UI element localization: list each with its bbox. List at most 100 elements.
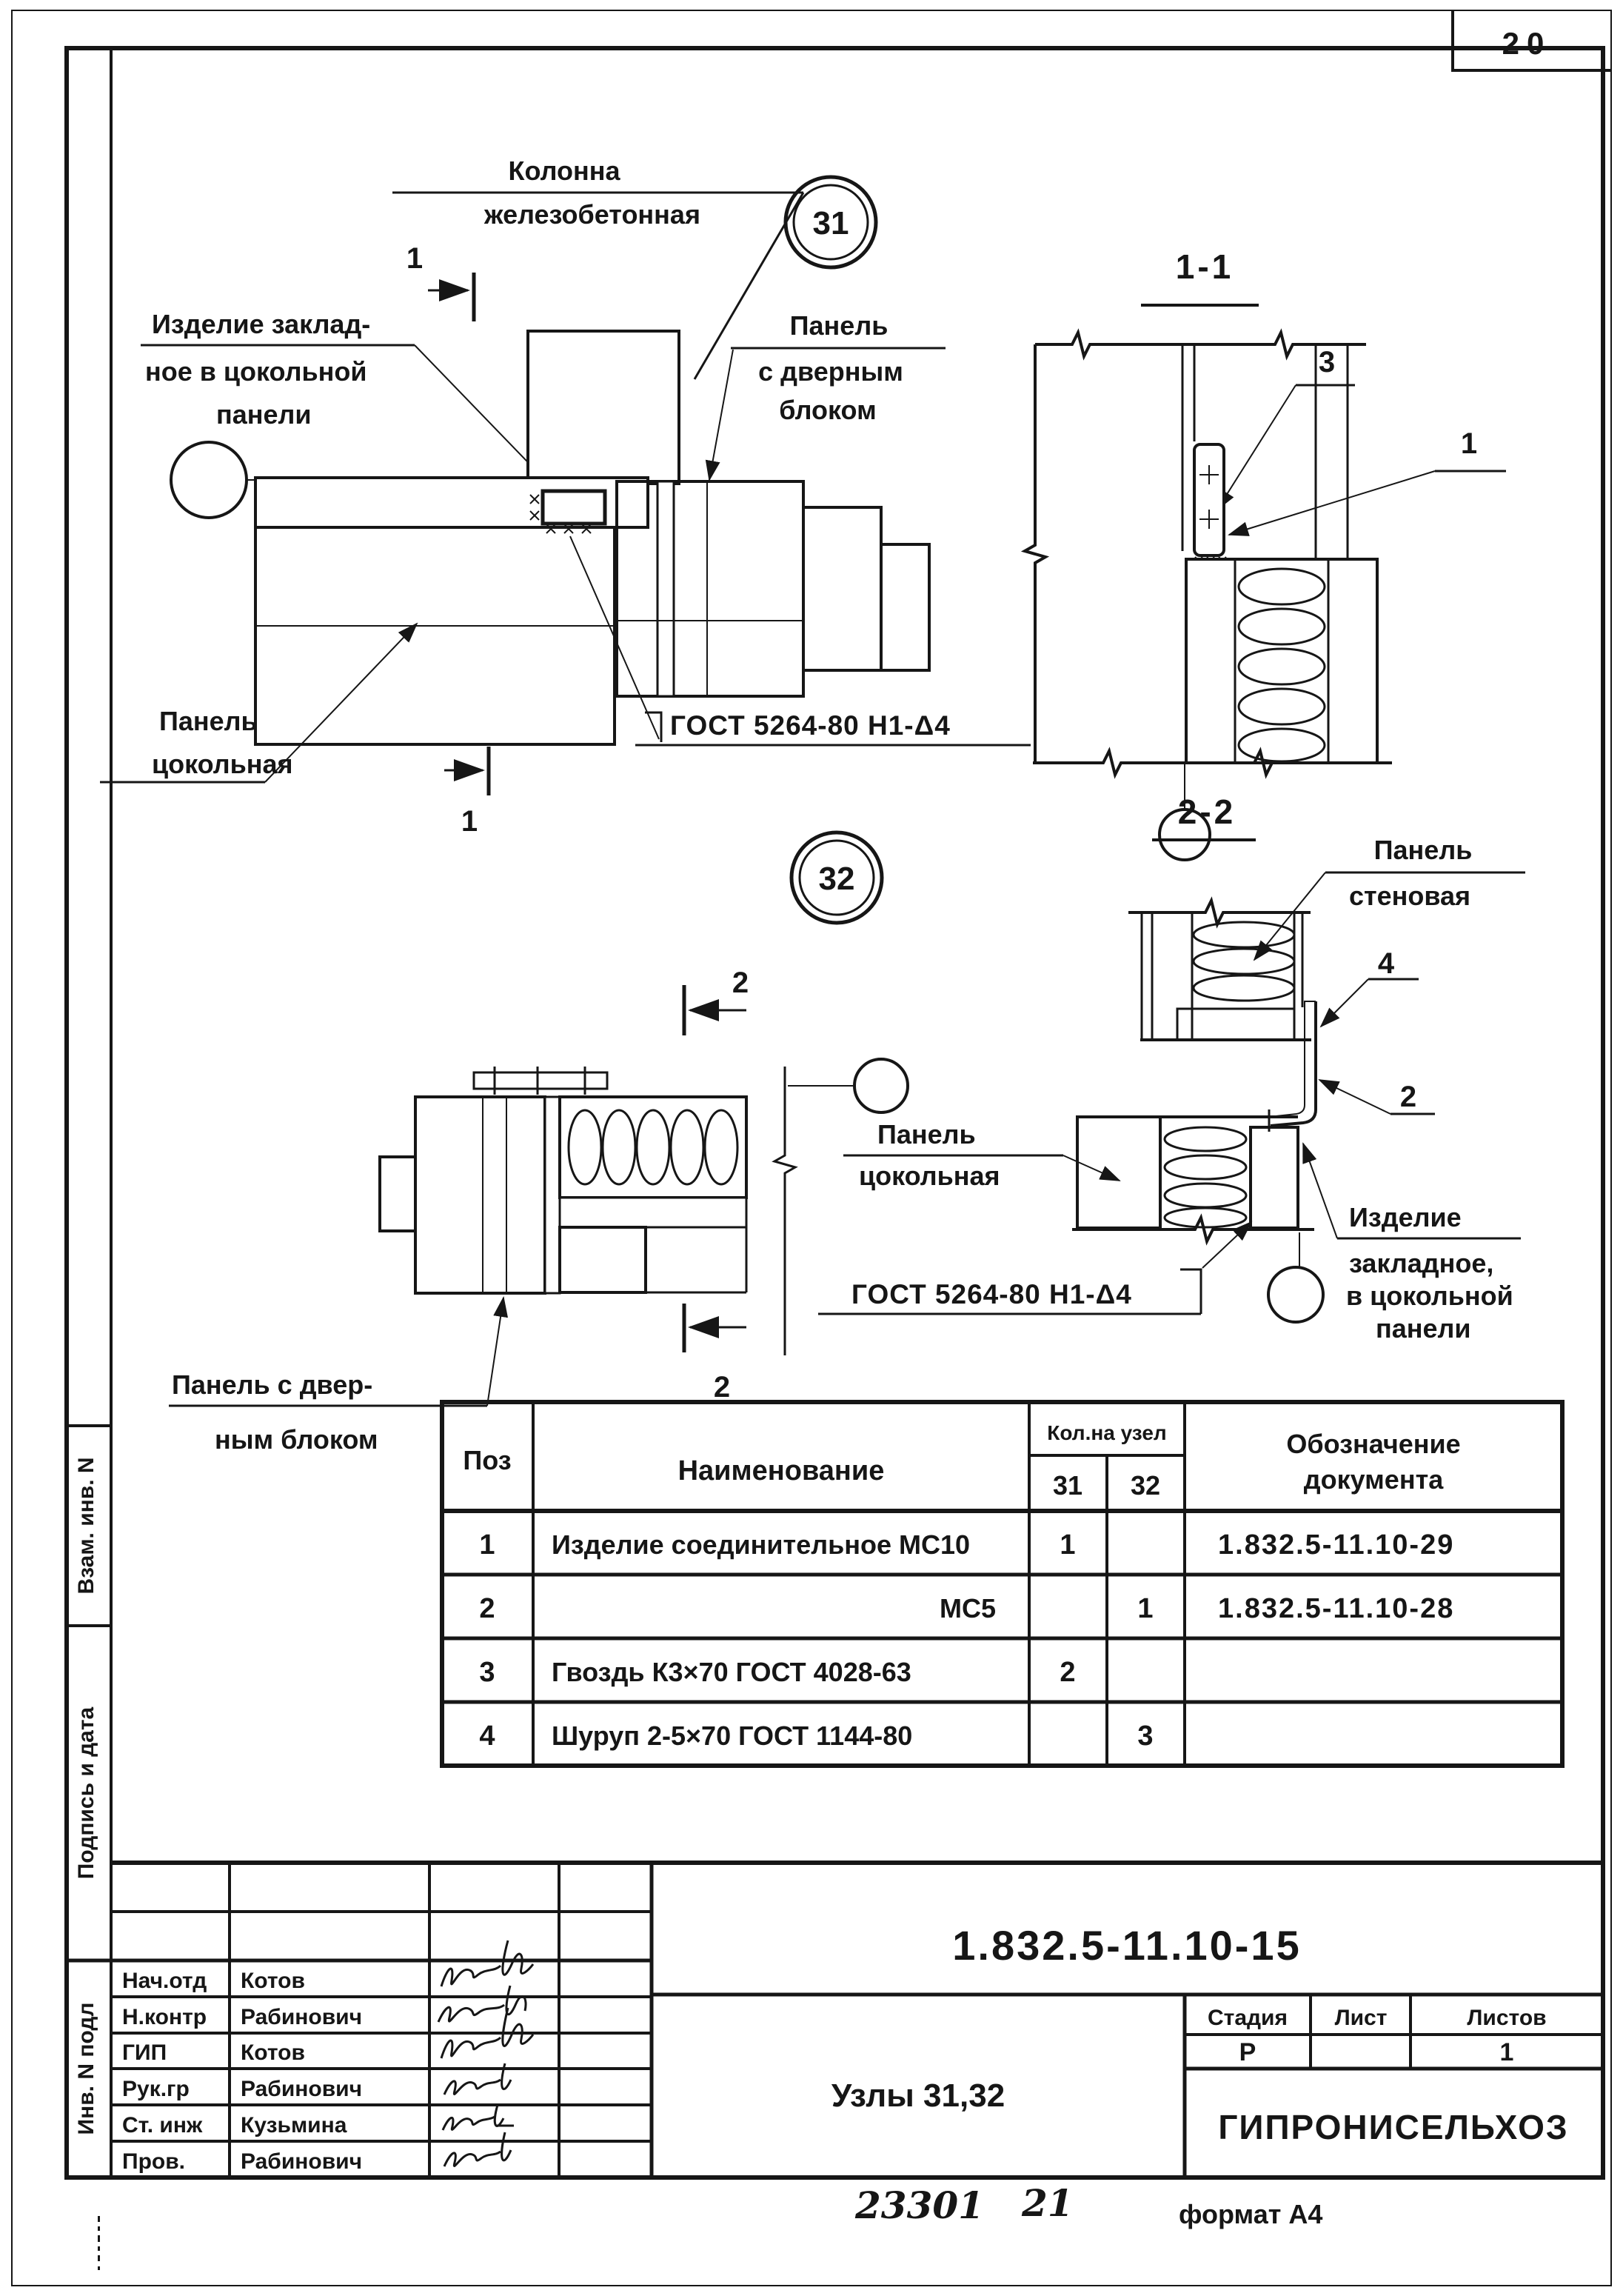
bottom-edge-line	[1033, 747, 1392, 779]
plate-plus-marks	[1199, 465, 1219, 529]
tb-sheets-value: 1	[1500, 2038, 1514, 2066]
callout-circle	[1267, 1266, 1325, 1324]
cut-mark-label: 1	[406, 242, 423, 275]
cell-doc: 1.832.5-11.10-29	[1218, 1529, 1454, 1561]
wood-strip	[1176, 1007, 1296, 1041]
panel-core	[558, 1095, 748, 1199]
cut-mark-label: 2	[732, 967, 749, 999]
bent-plate	[1270, 1001, 1317, 1127]
cell-qty31: 1	[1060, 1529, 1075, 1561]
callout-3: 3	[1319, 346, 1335, 378]
leader	[414, 344, 548, 483]
col-header-qty32: 32	[1131, 1470, 1160, 1501]
base-panel-label-line1: Панель	[877, 1119, 976, 1149]
cell-qty32: 3	[1137, 1721, 1153, 1752]
plate-inner-line	[1268, 1001, 1316, 1118]
outer-border	[11, 10, 1612, 2286]
embedded-plate	[541, 489, 607, 526]
tb-organization: ГИПРОНИСЕЛЬХОЗ	[1218, 2108, 1568, 2146]
tb-name: Котов	[241, 1969, 305, 1993]
leader	[1063, 1155, 1121, 1181]
wood-piece	[558, 1226, 647, 1294]
signatures	[437, 1940, 535, 2167]
micro-stamp-marks	[98, 2216, 100, 2270]
cell-pos: 1	[479, 1529, 495, 1561]
door-panel-label-line2: с дверным	[758, 356, 903, 387]
embedded-label-line3: панели	[216, 399, 312, 430]
door-panel-label-line1: Панель	[790, 310, 889, 341]
callout-1: 1	[1461, 427, 1477, 460]
tb-name: Кузьмина	[241, 2113, 347, 2138]
weld-leader	[569, 535, 660, 740]
cell-pos: 4	[479, 1721, 495, 1752]
tb-sheet-label: Лист	[1335, 2006, 1388, 2030]
leader	[1318, 1079, 1391, 1115]
column-label-line2: железобетонная	[483, 199, 700, 230]
door-block-step	[378, 1155, 417, 1232]
door-gap	[543, 1095, 561, 1295]
fastener-ticks	[493, 1067, 586, 1095]
column-label-line1: Колонна	[509, 156, 621, 186]
cell-qty31: 2	[1060, 1657, 1075, 1688]
bottom-edge-line	[1072, 1213, 1314, 1246]
callout-4: 4	[1378, 947, 1395, 980]
tb-name: Котов	[241, 2040, 305, 2065]
concrete-hatch	[1076, 1115, 1162, 1229]
tb-sheets-label: Листов	[1467, 2006, 1546, 2030]
insulation-loops	[1192, 921, 1296, 1002]
cell-doc: 1.832.5-11.10-28	[1218, 1593, 1454, 1624]
table-row: 1 Изделие соединительное МС10 1 1.832.5-…	[479, 1529, 1454, 1561]
door-panel-label-line3: блоком	[779, 395, 876, 425]
tb-role: Н.контр	[122, 2005, 207, 2029]
door-block-wood	[414, 1095, 546, 1295]
base-panel-section	[1185, 558, 1379, 764]
embedded-label-line1: Изделие	[1349, 1202, 1462, 1232]
weld-gost-label: ГОСТ 5264-80 Н1-Δ4	[851, 1279, 1132, 1309]
tb-role: Нач.отд	[122, 1969, 207, 1993]
col-header-name: Наименование	[678, 1455, 885, 1486]
node-number: 31	[813, 205, 849, 241]
leader	[1302, 1142, 1338, 1239]
tb-name: Рабинович	[241, 2149, 362, 2174]
leader	[1228, 470, 1436, 536]
leader	[705, 349, 734, 481]
base-panel-label-line2: цокольная	[859, 1161, 1000, 1191]
base-panel-label-line2: цокольная	[152, 749, 293, 779]
embedded-plate-section	[1193, 443, 1225, 557]
callout-circle	[853, 1058, 909, 1114]
wall-panel-label-line1: Панель	[1374, 835, 1473, 865]
leader	[486, 1296, 509, 1406]
stamp-vzam-inv: Взам. инв. N	[74, 1457, 98, 1594]
tb-title: Узлы 31,32	[831, 2078, 1005, 2114]
wall-panel-label-line2: стеновая	[1349, 881, 1470, 911]
cell-pos: 3	[479, 1657, 495, 1688]
wood-piece	[802, 506, 883, 672]
tb-doc-number: 1.832.5-11.10-15	[952, 1922, 1301, 1969]
weld-leader	[1202, 1221, 1253, 1269]
tb-stage-label: Стадия	[1208, 2006, 1288, 2030]
embedded-label-line1: Изделие заклад-	[152, 309, 370, 339]
weld-gost-label: ГОСТ 5264-80 Н1-Δ4	[670, 710, 951, 741]
callout-2: 2	[1400, 1081, 1416, 1113]
cell-name: МС5	[940, 1593, 996, 1623]
weld-flag	[1180, 1268, 1202, 1314]
cut-mark-label: 1	[461, 805, 478, 838]
cell-name: Гвоздь К3×70 ГОСТ 4028-63	[552, 1657, 911, 1687]
col-header-qty: Кол.на узел	[1047, 1421, 1166, 1444]
column-plan	[526, 330, 680, 485]
weld-flag	[645, 711, 663, 742]
tb-role: Ст. инж	[122, 2113, 203, 2138]
cell-name: Изделие соединительное МС10	[552, 1529, 970, 1560]
left-wall-line	[1020, 344, 1050, 763]
tb-name: Рабинович	[241, 2005, 362, 2029]
leader	[1319, 978, 1369, 1028]
callout-circle	[1158, 808, 1211, 861]
concrete-hatch	[1249, 1126, 1299, 1229]
insulation-loops	[1163, 1126, 1248, 1229]
embedded-label-line3: в цокольной	[1346, 1281, 1513, 1311]
col-header-pos: Поз	[463, 1445, 511, 1475]
wood-piece	[880, 543, 931, 672]
embedded-label-line4: панели	[1376, 1313, 1471, 1344]
tb-role: ГИП	[122, 2040, 167, 2065]
